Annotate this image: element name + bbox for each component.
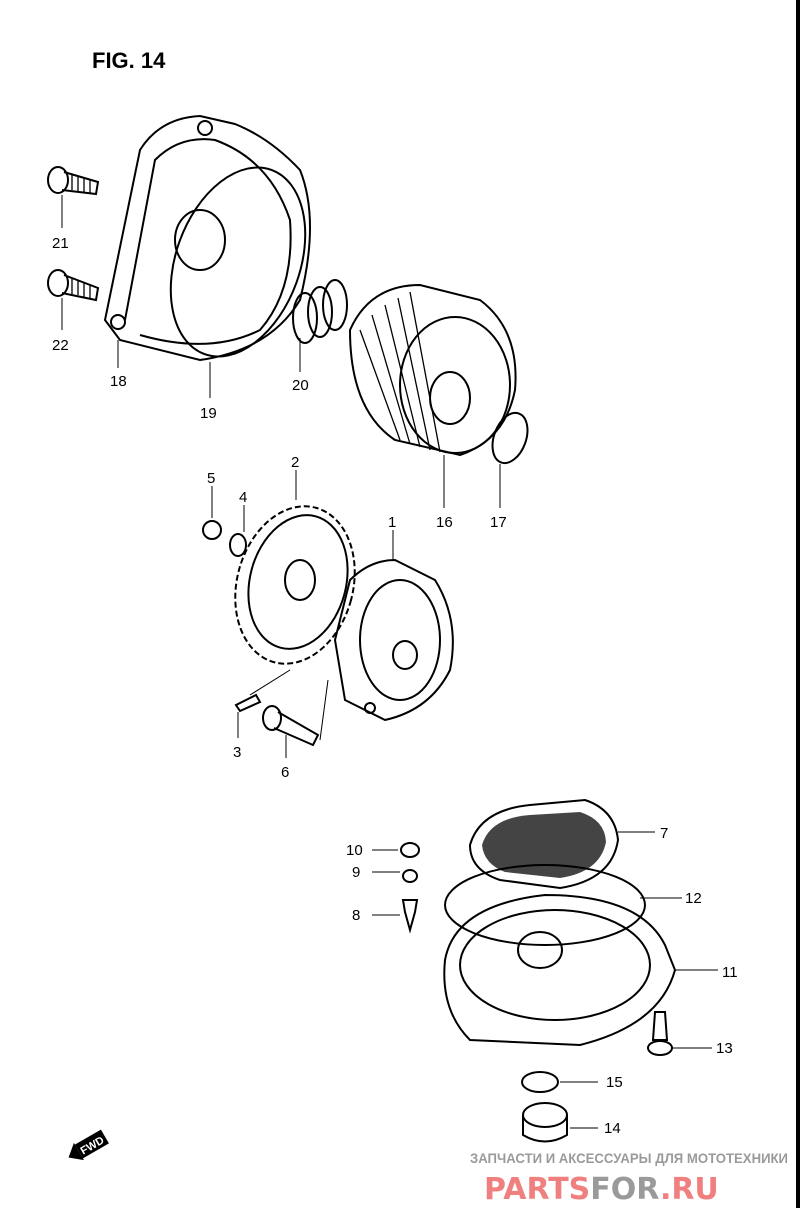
o-ring-19 <box>169 166 307 358</box>
oil-pump-1 <box>333 558 454 722</box>
part-label-7: 7 <box>660 825 668 842</box>
screw-8 <box>401 899 419 934</box>
part-label-14: 14 <box>604 1120 621 1137</box>
part-label-8: 8 <box>352 907 360 924</box>
washer-10 <box>400 842 420 858</box>
part-label-11: 11 <box>722 964 738 981</box>
bolt-13 <box>647 1011 673 1056</box>
bolt-21 <box>47 166 100 196</box>
watermark-brand-a: PARTS <box>484 1172 590 1207</box>
part-label-1: 1 <box>388 514 396 531</box>
figure-title: FIG. 14 <box>92 48 166 73</box>
part-label-16: 16 <box>436 514 453 531</box>
arrow-head-icon <box>68 1142 84 1161</box>
watermark-brand-b: FOR <box>590 1172 660 1207</box>
part-label-12: 12 <box>685 890 702 907</box>
part-label-13: 13 <box>716 1040 733 1057</box>
watermark-brand: PARTSFOR.RU <box>484 1172 719 1207</box>
circlip-5 <box>202 520 222 540</box>
filter-cover-18 <box>103 114 311 362</box>
part-label-15: 15 <box>606 1074 623 1091</box>
part-label-2: 2 <box>291 454 299 471</box>
watermark-tagline: ЗАПЧАСТИ И АКСЕССУАРЫ ДЛЯ МОТОТЕХНИКИ <box>470 1150 788 1166</box>
part-label-9: 9 <box>352 864 360 881</box>
o-ring-12 <box>444 864 646 946</box>
spring-20 <box>292 279 348 344</box>
part-label-17: 17 <box>490 514 507 531</box>
part-label-20: 20 <box>292 377 309 394</box>
part-label-6: 6 <box>281 764 289 781</box>
bolt-6 <box>262 705 320 747</box>
o-ring-17 <box>491 411 529 465</box>
part-label-5: 5 <box>207 470 215 487</box>
pin-3 <box>234 693 262 713</box>
strainer-cover-11 <box>443 893 677 1047</box>
watermark-brand-c: .RU <box>660 1172 719 1207</box>
bolt-22 <box>47 269 100 302</box>
washer-9 <box>402 869 418 883</box>
part-label-4: 4 <box>239 489 247 506</box>
gear-2 <box>234 505 356 665</box>
part-label-21: 21 <box>52 235 69 252</box>
drain-plug-14 <box>522 1102 568 1143</box>
washer-4 <box>229 533 247 557</box>
washer-15 <box>521 1071 559 1093</box>
oil-filter-16 <box>348 283 517 457</box>
part-label-19: 19 <box>200 405 217 422</box>
fwd-label: FWD <box>79 1134 107 1157</box>
right-border <box>796 0 800 1208</box>
gasket-7 <box>468 798 620 890</box>
part-label-18: 18 <box>110 373 127 390</box>
part-label-3: 3 <box>233 744 241 761</box>
part-label-22: 22 <box>52 337 69 354</box>
fwd-arrow: FWD <box>68 1129 109 1161</box>
part-label-10: 10 <box>346 842 363 859</box>
